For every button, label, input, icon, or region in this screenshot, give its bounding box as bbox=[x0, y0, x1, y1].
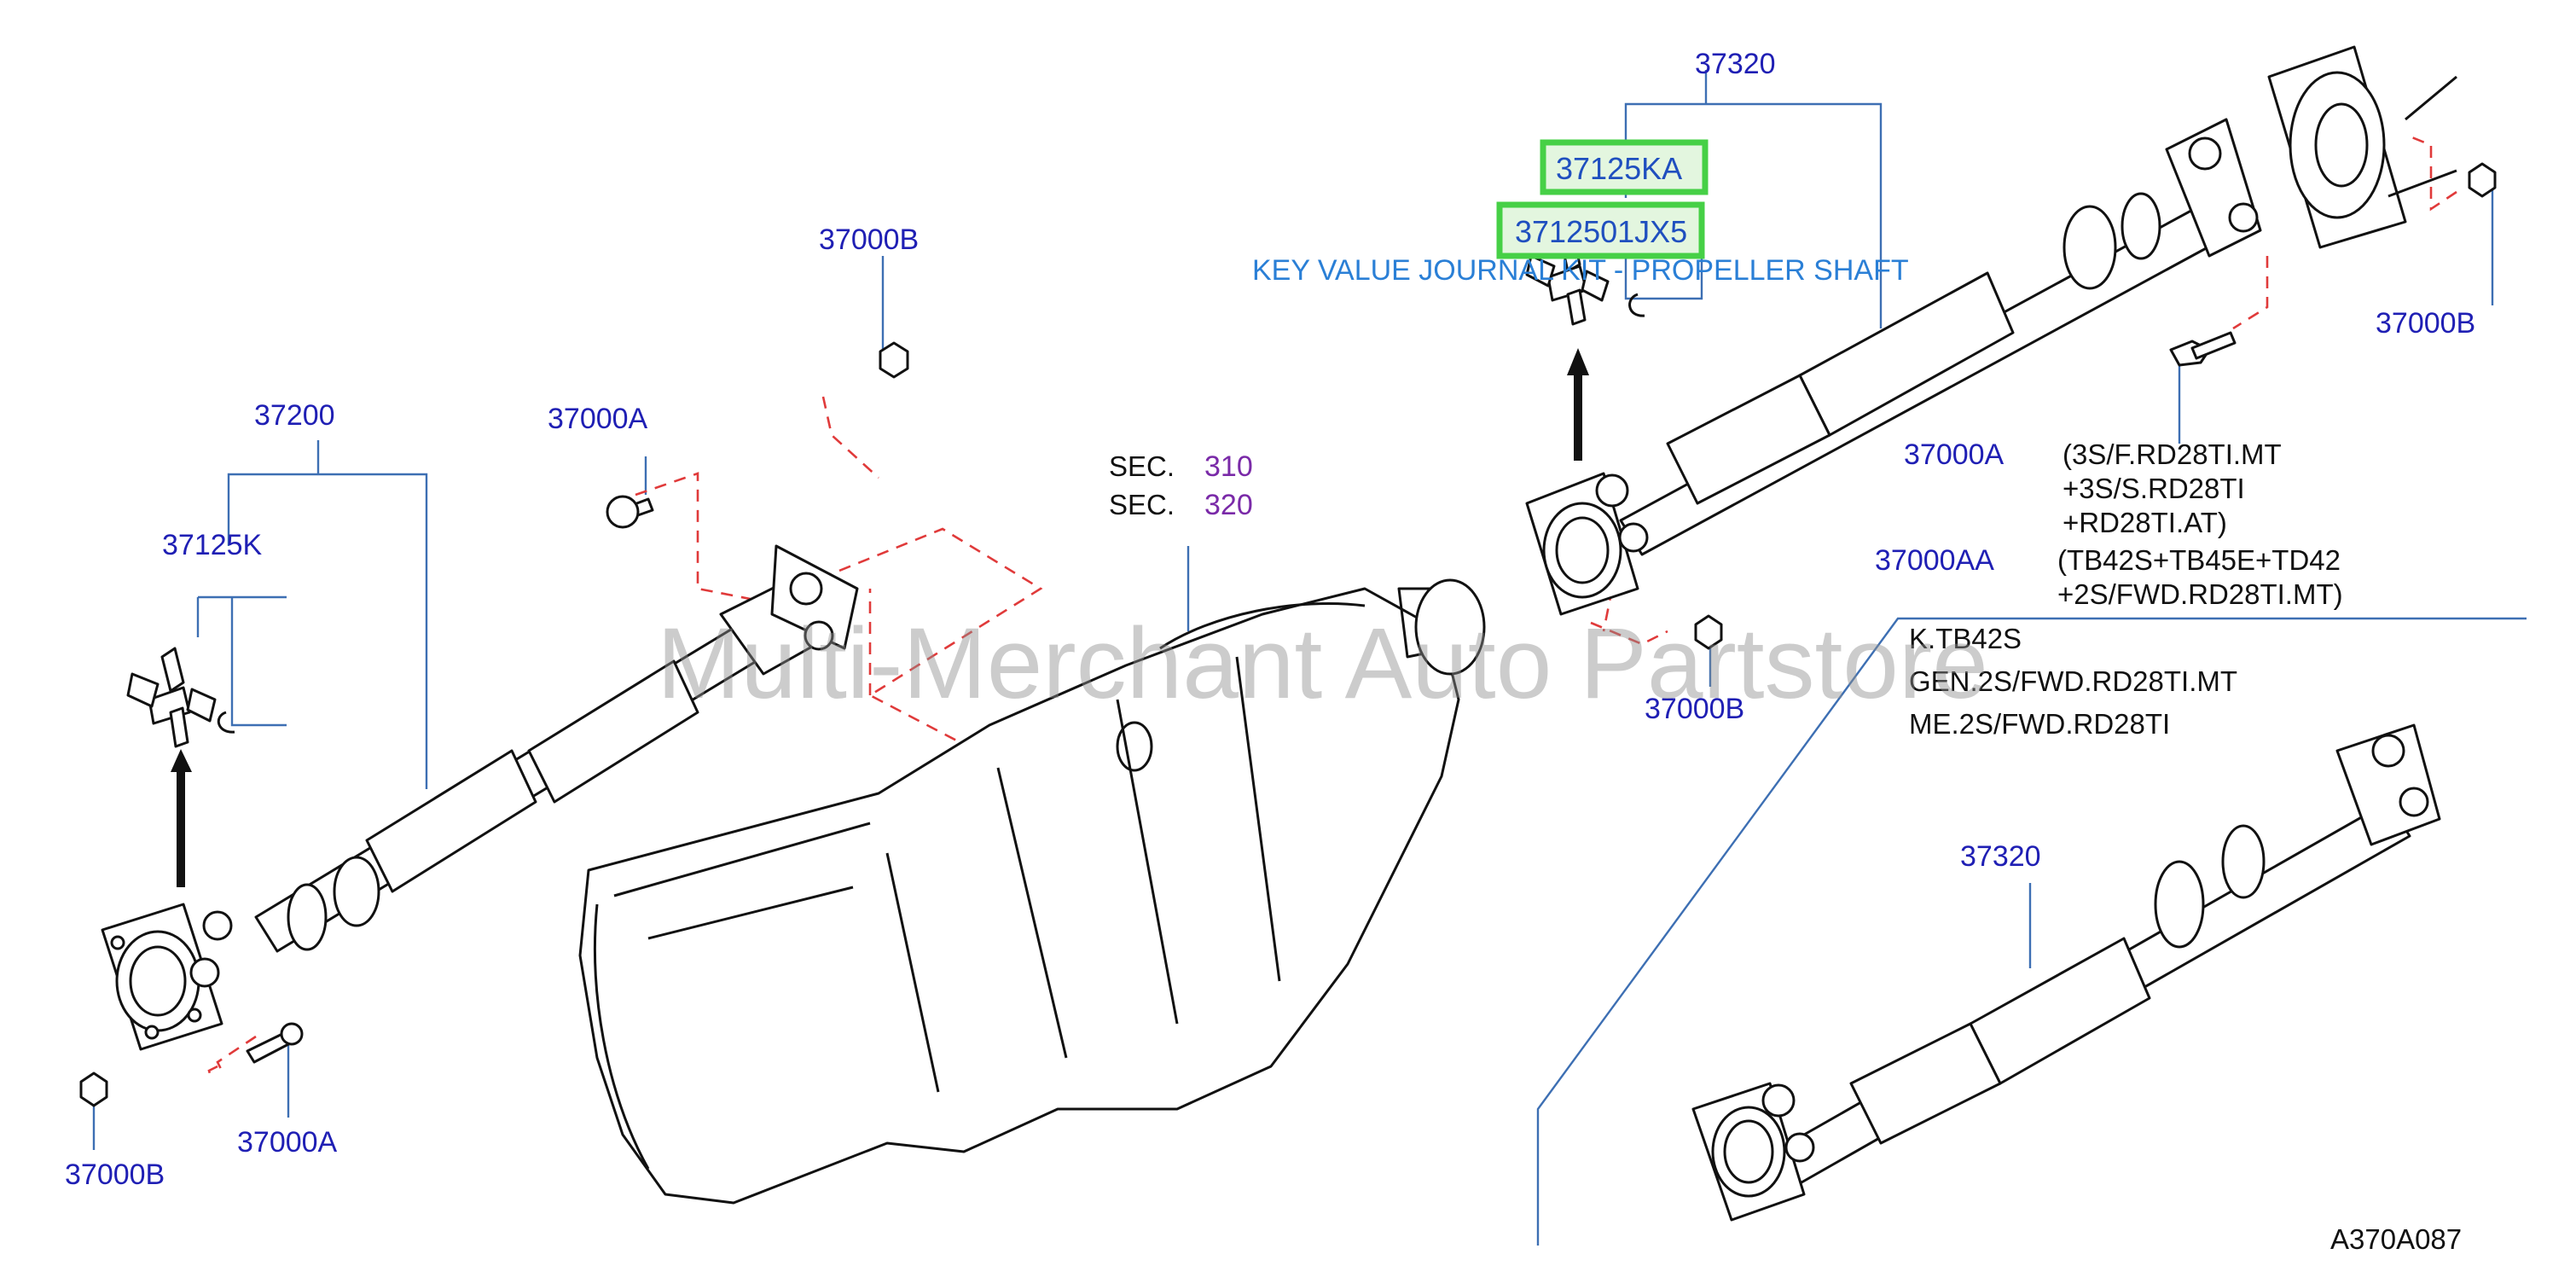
section-ref-310[interactable]: 310 bbox=[1204, 450, 1253, 483]
part-label-37000B-bottom[interactable]: 37000B bbox=[65, 1159, 165, 1191]
section-ref-word-2: SEC. bbox=[1109, 489, 1175, 520]
highlight-part-3712501JX5[interactable]: 3712501JX5 bbox=[1515, 214, 1687, 249]
note-line-2: +3S/S.RD28TI bbox=[2063, 473, 2245, 504]
note-line-5: +2S/FWD.RD28TI.MT) bbox=[2057, 578, 2343, 610]
part-label-37000A-right[interactable]: 37000A bbox=[1904, 438, 2005, 471]
highlight-part-37125KA[interactable]: 37125KA bbox=[1556, 151, 1682, 186]
note-line-3: +RD28TI.AT) bbox=[2063, 507, 2227, 538]
section-ref-320[interactable]: 320 bbox=[1204, 489, 1253, 521]
part-label-37000B-lower[interactable]: 37000B bbox=[1645, 693, 1744, 725]
part-label-37320-top[interactable]: 37320 bbox=[1695, 48, 1776, 80]
part-label-37000B-right[interactable]: 37000B bbox=[2376, 307, 2475, 340]
inset-note-1: K.TB42S bbox=[1909, 623, 2022, 654]
part-label-37000B-top[interactable]: 37000B bbox=[819, 224, 919, 256]
highlight-box-37125KA[interactable] bbox=[1540, 139, 1709, 195]
part-label-37320-inset[interactable]: 37320 bbox=[1960, 840, 2041, 873]
front-propeller-shaft bbox=[79, 341, 909, 1107]
highlight-box-3712501JX5[interactable] bbox=[1496, 201, 1705, 259]
diagram-code: A370A087 bbox=[2330, 1223, 2462, 1255]
part-label-37000A-mid[interactable]: 37000A bbox=[548, 403, 648, 435]
note-line-1: (3S/F.RD28TI.MT bbox=[2063, 438, 2282, 470]
inset-note-3: ME.2S/FWD.RD28TI bbox=[1909, 708, 2170, 740]
part-label-37000A-bottom[interactable]: 37000A bbox=[237, 1126, 338, 1159]
inset-propeller-shaft bbox=[1691, 723, 2441, 1222]
part-label-37200[interactable]: 37200 bbox=[254, 399, 335, 432]
transmission-housing bbox=[578, 578, 1486, 1205]
part-label-37000AA-right[interactable]: 37000AA bbox=[1875, 544, 1994, 577]
note-line-4: (TB42S+TB45E+TD42 bbox=[2057, 544, 2341, 576]
inset-note-2: GEN.2S/FWD.RD28TI.MT bbox=[1909, 665, 2237, 697]
highlight-caption: KEY VALUE JOURNAL KIT - PROPELLER SHAFT bbox=[1252, 254, 1909, 287]
journal-cross-left bbox=[126, 647, 235, 887]
part-label-37125K[interactable]: 37125K bbox=[162, 529, 263, 561]
rear-propeller-shaft bbox=[1525, 45, 2497, 650]
watermark: Multi-Merchant Auto Partstore bbox=[657, 607, 1988, 720]
section-ref-word-1: SEC. bbox=[1109, 450, 1175, 482]
